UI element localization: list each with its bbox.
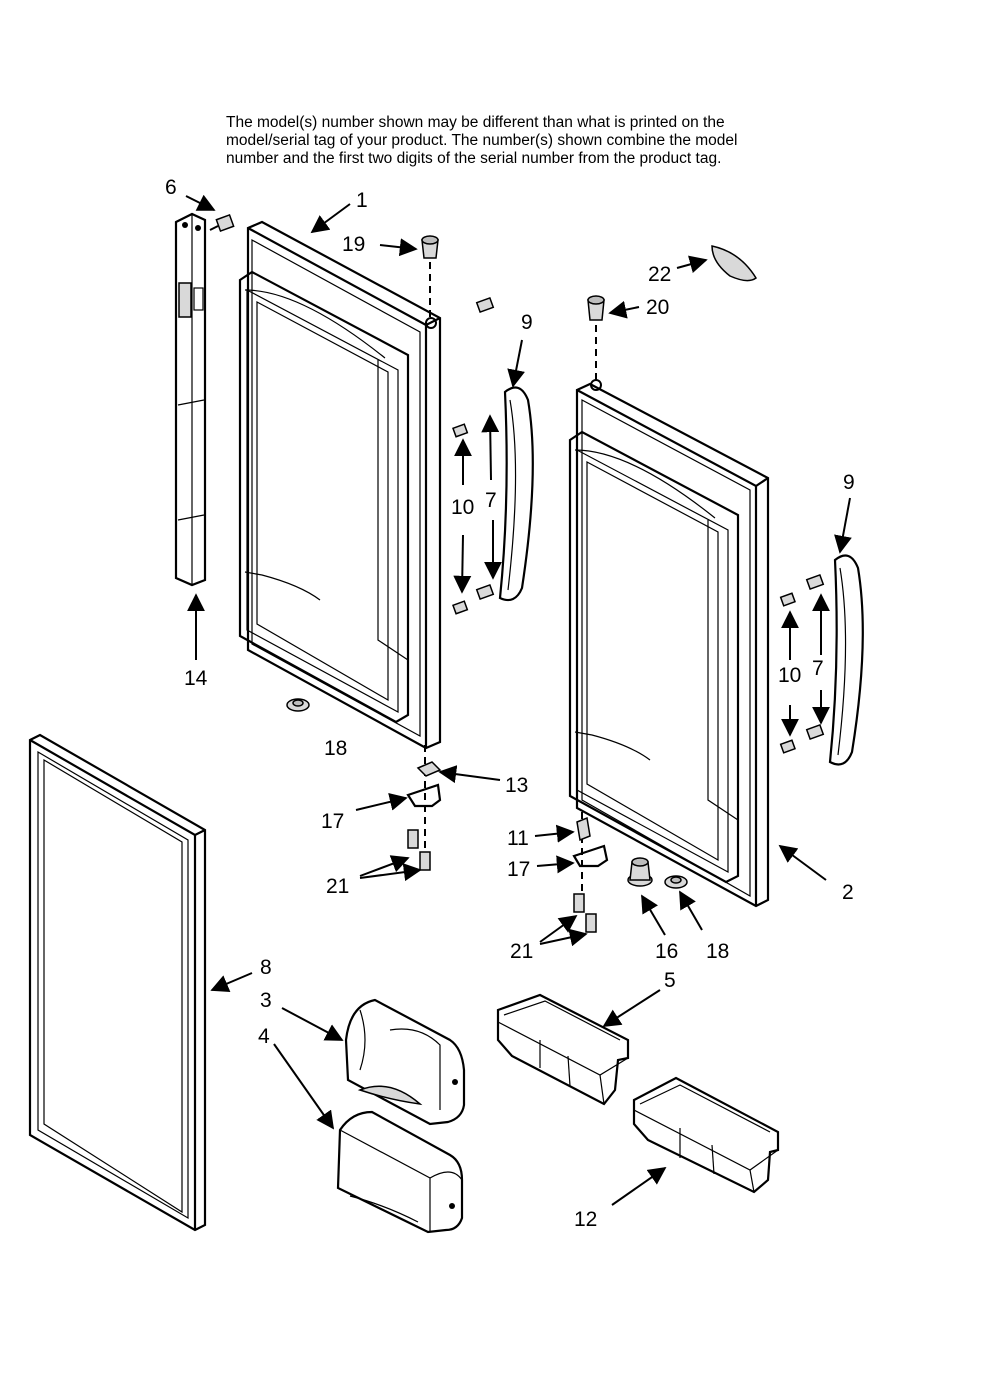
callout-17-right: 17 (507, 858, 530, 881)
callout-18-left: 18 (324, 737, 347, 760)
part-18-plug-left (286, 698, 310, 712)
notice-line-1: The model(s) number shown may be differe… (226, 114, 725, 131)
callout-2: 2 (842, 881, 854, 904)
callout-labels: 6 1 19 22 20 9 10 7 9 14 10 7 18 13 17 1… (165, 176, 855, 1231)
part-20-hinge-bushing (587, 295, 605, 321)
callout-12: 12 (574, 1208, 597, 1231)
part-16-hinge-cap (627, 857, 653, 887)
part-3-dairy-compartment (344, 998, 466, 1126)
callout-14: 14 (184, 667, 208, 690)
part-2-fresh-food-door-right (568, 379, 770, 908)
callout-8: 8 (260, 956, 272, 979)
part-12-door-bin-lower (632, 1076, 780, 1194)
left-bottom-hinge-assembly (406, 745, 442, 871)
callout-17-left: 17 (321, 810, 344, 833)
notice-line-2: model/serial tag of your product. The nu… (226, 132, 738, 149)
part-1-freezer-door-left (238, 220, 442, 750)
model-number-notice: The model(s) number shown may be differe… (226, 114, 826, 168)
part-19-hinge-bushing (421, 235, 439, 259)
callout-10-left: 10 (451, 496, 474, 519)
callout-22: 22 (648, 263, 671, 286)
callout-1: 1 (356, 189, 368, 212)
part-4-dairy-bin (336, 1110, 464, 1234)
part-8-door-gasket (28, 733, 207, 1232)
callout-3: 3 (260, 989, 272, 1012)
right-bottom-hinge-assembly (572, 812, 609, 933)
part-22-trim-piece (711, 245, 757, 282)
callout-7-left: 7 (485, 489, 497, 512)
notice-line-3: number and the first two digits of the s… (226, 150, 722, 167)
left-handle-screws (452, 296, 495, 615)
callout-5: 5 (664, 969, 676, 992)
callout-19: 19 (342, 233, 365, 256)
part-14-hinge-trim (174, 212, 207, 587)
callout-13: 13 (505, 774, 528, 797)
part-5-door-bin-upper (496, 993, 630, 1106)
part-9-door-handle-left (498, 386, 534, 602)
callout-10-right: 10 (778, 664, 801, 687)
part-6-screw (209, 214, 235, 232)
callout-21-left: 21 (326, 875, 349, 898)
callout-9-right: 9 (843, 471, 855, 494)
callout-18-right: 18 (706, 940, 729, 963)
callout-21-right: 21 (510, 940, 533, 963)
callout-6: 6 (165, 176, 177, 199)
callout-leader-lines (185, 194, 852, 1206)
part-9-door-handle-right (828, 554, 864, 766)
callout-7-right: 7 (812, 657, 824, 680)
callout-20: 20 (646, 296, 669, 319)
callout-16: 16 (655, 940, 678, 963)
callout-4: 4 (258, 1025, 270, 1048)
callout-9-left: 9 (521, 311, 533, 334)
right-handle-screws (779, 573, 825, 754)
callout-11: 11 (507, 827, 529, 850)
part-18-plug-right (664, 875, 688, 889)
